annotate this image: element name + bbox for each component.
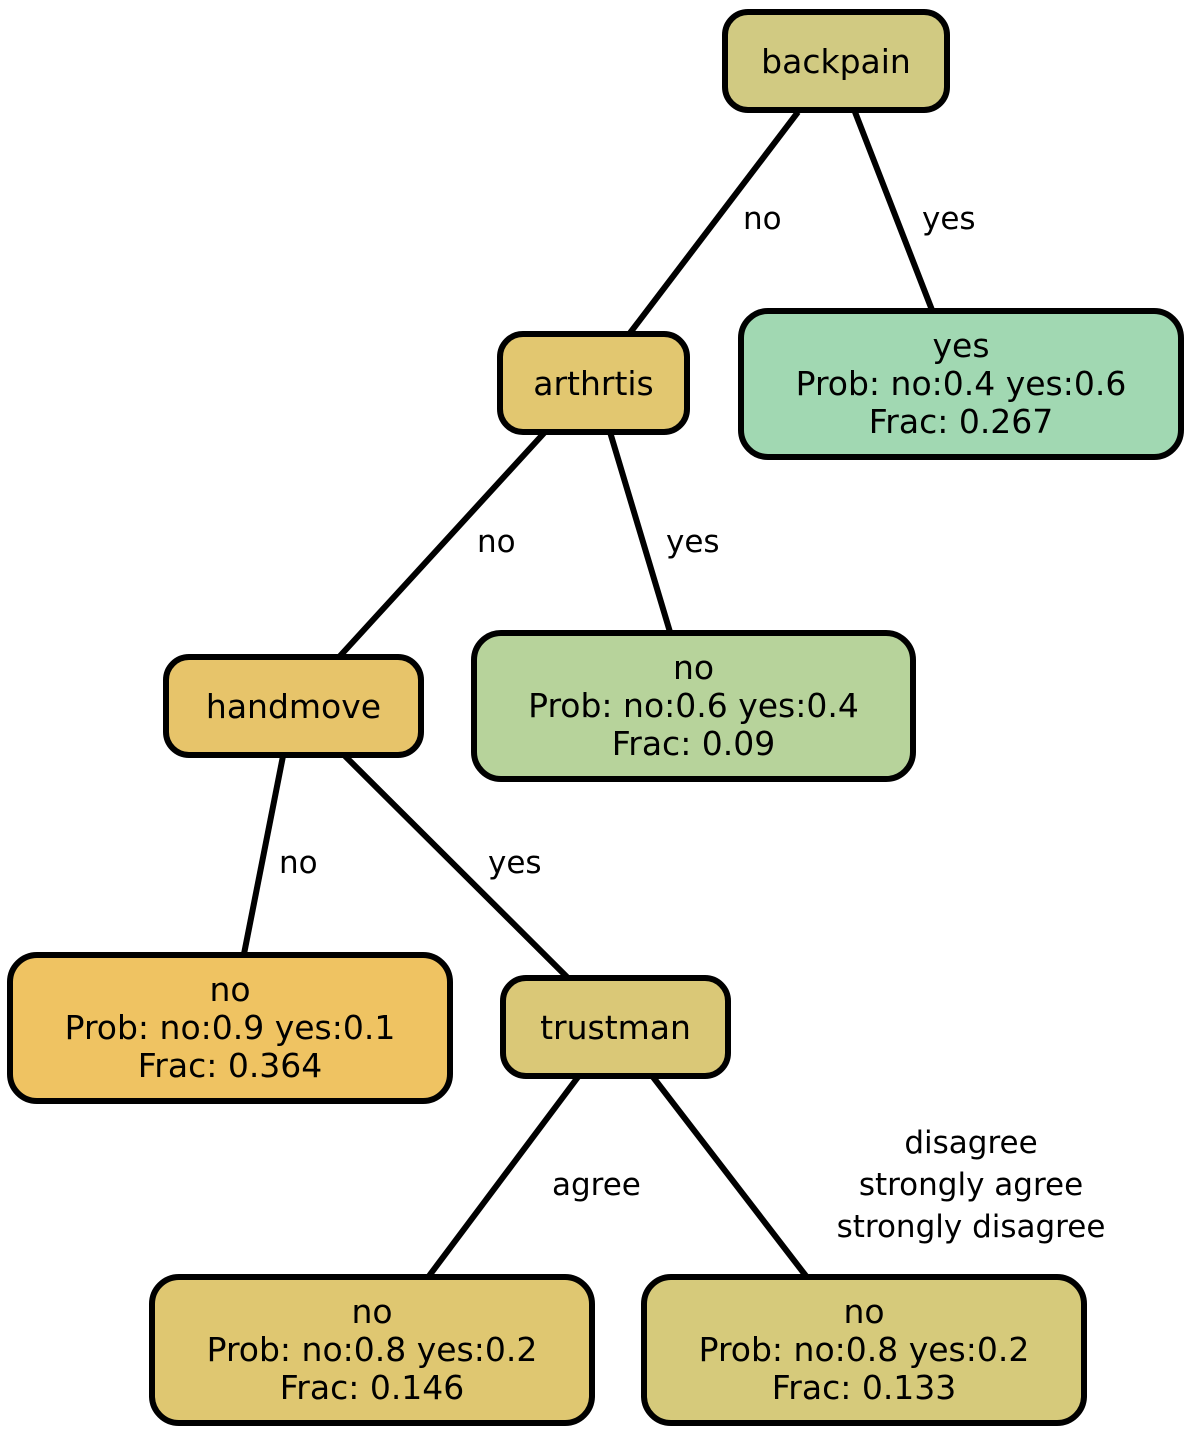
leaf-trustman-other: no Prob: no:0.8 yes:0.2 Frac: 0.133 (641, 1274, 1087, 1426)
edge-backpain-no (627, 110, 801, 335)
edge-trustman-agree (426, 1075, 581, 1278)
leaf-frac: Frac: 0.09 (611, 724, 776, 763)
node-label: arthrtis (533, 363, 654, 403)
leaf-prob: Prob: no:0.4 yes:0.6 (795, 364, 1127, 403)
leaf-trustman-agree: no Prob: no:0.8 yes:0.2 Frac: 0.146 (149, 1274, 595, 1426)
edge-label-handmove-no: no (279, 845, 318, 881)
edge-handmove-yes (342, 753, 570, 980)
edge-label-trustman-other: disagree strongly agree strongly disagre… (796, 1122, 1146, 1248)
leaf-frac: Frac: 0.133 (771, 1368, 957, 1407)
leaf-backpain-yes: yes Prob: no:0.4 yes:0.6 Frac: 0.267 (738, 308, 1184, 460)
leaf-frac: Frac: 0.146 (279, 1368, 465, 1407)
node-label: backpain (761, 41, 911, 81)
leaf-arthrtis-yes: no Prob: no:0.6 yes:0.4 Frac: 0.09 (471, 630, 916, 782)
edge-label-arthrtis-yes: yes (666, 524, 720, 560)
edge-label-line: disagree (904, 1125, 1038, 1161)
leaf-prob: Prob: no:0.9 yes:0.1 (64, 1008, 396, 1047)
leaf-class: no (672, 648, 715, 687)
edge-label-line: strongly agree (858, 1167, 1084, 1203)
leaf-frac: Frac: 0.364 (137, 1046, 323, 1085)
leaf-frac: Frac: 0.267 (868, 402, 1054, 441)
edge-trustman-other (650, 1075, 809, 1278)
leaf-class: no (843, 1292, 885, 1331)
edge-arthrtis-yes (607, 431, 673, 633)
edge-label-line: strongly disagree (836, 1209, 1106, 1245)
leaf-class: no (209, 970, 251, 1009)
edge-backpain-yes (852, 110, 935, 312)
edge-label-backpain-yes: yes (922, 201, 976, 237)
leaf-class: no (351, 1292, 393, 1331)
leaf-prob: Prob: no:0.8 yes:0.2 (698, 1330, 1030, 1369)
node-arthrtis: arthrtis (497, 331, 690, 435)
node-trustman: trustman (500, 975, 731, 1079)
leaf-prob: Prob: no:0.6 yes:0.4 (528, 686, 859, 725)
node-label: handmove (205, 686, 382, 726)
node-backpain: backpain (722, 9, 950, 113)
leaf-class: yes (932, 326, 990, 365)
edge-arthrtis-no (337, 429, 548, 659)
leaf-prob: Prob: no:0.8 yes:0.2 (206, 1330, 538, 1369)
edge-label-arthrtis-no: no (477, 524, 516, 560)
edge-label-handmove-yes: yes (488, 845, 542, 881)
edge-label-trustman-agree: agree (552, 1167, 641, 1203)
node-handmove: handmove (163, 654, 424, 758)
edge-handmove-no (241, 755, 286, 955)
node-label: trustman (540, 1007, 691, 1047)
leaf-handmove-no: no Prob: no:0.9 yes:0.1 Frac: 0.364 (7, 952, 453, 1104)
edge-label-backpain-no: no (743, 201, 782, 237)
